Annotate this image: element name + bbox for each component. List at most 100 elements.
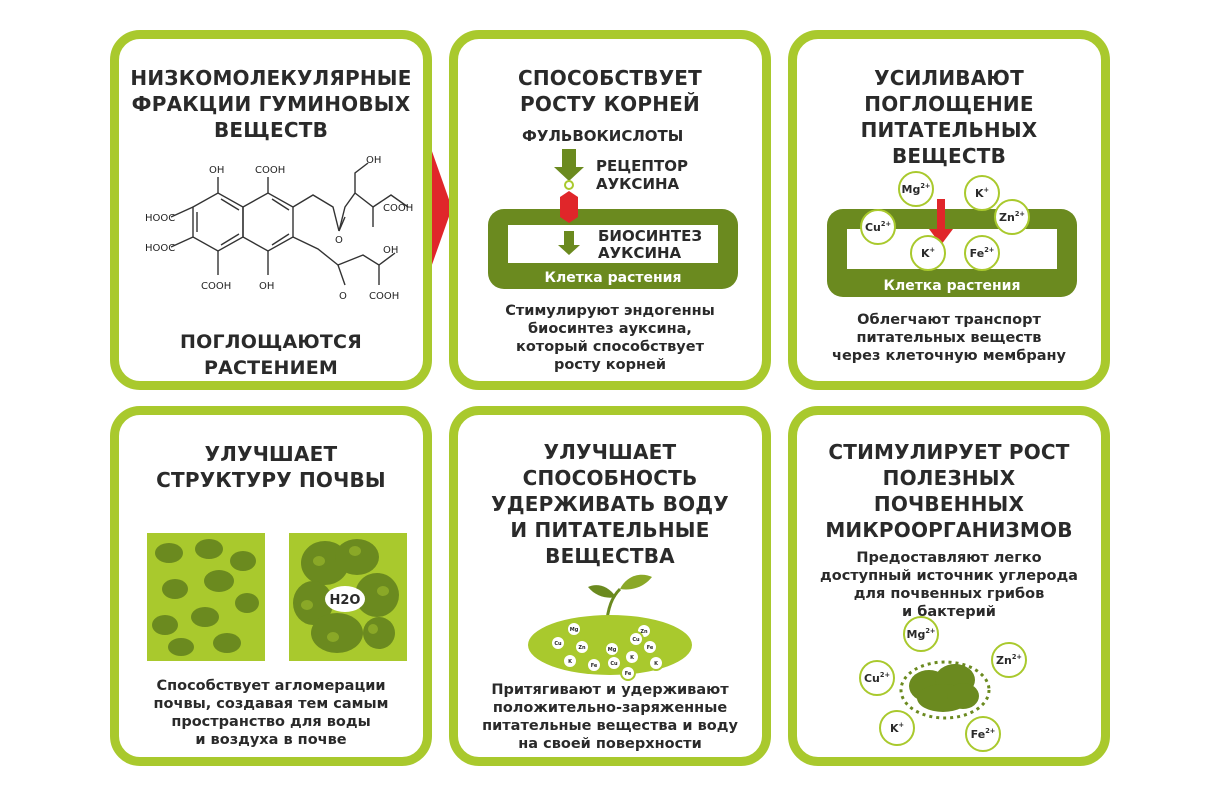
svg-text:Fe: Fe xyxy=(647,645,654,651)
label-oh: OH xyxy=(383,245,398,256)
cell-label: Клетка растения xyxy=(884,278,1021,294)
bottom-line: РАСТЕНИЕМ xyxy=(203,357,338,379)
ion-mg-icon: Mg2+ xyxy=(903,616,939,652)
ion-fe-icon: Fe xyxy=(586,657,602,673)
svg-text:K: K xyxy=(630,655,635,661)
arrow-down-icon xyxy=(929,199,953,245)
arrow-down-icon xyxy=(558,231,580,255)
title-line: УЛУЧШАЕТ xyxy=(204,442,338,466)
ion-cu-icon: Cu xyxy=(628,631,644,647)
desc-line: пространство для воды xyxy=(171,714,371,730)
ion-fe-icon: Fe2+ xyxy=(965,716,1001,752)
desc-line: питательных веществ xyxy=(856,330,1042,346)
title-line: ВЕЩЕСТВ xyxy=(891,144,1007,168)
ion-fe-icon: Fe2+ xyxy=(964,235,1000,271)
root-growth-diagram: ФУЛЬВОКИСЛОТЫ РЕЦЕПТОР АУКСИНА БИОСИНТЕЗ… xyxy=(488,127,738,289)
label-oh: OH xyxy=(366,155,381,166)
title-line: УСИЛИВАЮТ xyxy=(874,66,1024,90)
svg-text:K: K xyxy=(654,661,659,667)
desc-line: биосинтез ауксина, xyxy=(528,321,692,337)
card-humic-fractions: НИЗКОМОЛЕКУЛЯРНЫЕ ФРАКЦИИ ГУМИНОВЫХ ВЕЩЕ… xyxy=(110,30,432,390)
ion-cu-icon: Cu xyxy=(606,655,622,671)
desc-line: через клеточную мембрану xyxy=(831,348,1066,364)
label-hooc: HOOC xyxy=(145,243,175,254)
receptor-icon xyxy=(564,180,574,190)
ion-k-icon: K xyxy=(562,653,578,669)
nutrient-uptake-diagram: Клетка растения Mg2+K+Zn2+Cu2+K+Fe2+ xyxy=(827,171,1077,297)
svg-text:Fe: Fe xyxy=(591,663,598,669)
title-line: СПОСОБНОСТЬ xyxy=(522,466,698,490)
svg-text:Cu: Cu xyxy=(554,641,562,647)
desc-line: Стимулируют эндогенны xyxy=(505,303,715,319)
ion-k-icon: K+ xyxy=(910,235,946,271)
biosynthesis-label: АУКСИНА xyxy=(598,244,682,262)
card-description: Притягивают и удерживают положительно-за… xyxy=(458,681,762,753)
ion-k-icon: K+ xyxy=(964,175,1000,211)
bottom-line: ПОГЛОЩАЮТСЯ xyxy=(179,331,363,353)
svg-text:Mg: Mg xyxy=(608,647,617,653)
desc-line: и воздуха в почве xyxy=(195,732,347,748)
desc-line: почвы, создавая тем самым xyxy=(153,696,389,712)
fulvic-acids-label: ФУЛЬВОКИСЛОТЫ xyxy=(522,127,683,145)
label-oh: OH xyxy=(259,281,274,292)
h2o-label: H2O xyxy=(330,593,361,608)
ion-cu-icon: Cu xyxy=(550,635,566,651)
cell-label: Клетка растения xyxy=(545,270,682,286)
title-line: УДЕРЖИВАТЬ ВОДУ xyxy=(491,492,729,516)
card-bottom-title: ПОГЛОЩАЮТСЯ РАСТЕНИЕМ xyxy=(119,329,423,381)
label-cooh: COOH xyxy=(369,291,399,302)
svg-text:Mg: Mg xyxy=(570,627,579,633)
receptor-label: АУКСИНА xyxy=(596,175,680,193)
receptor-label: РЕЦЕПТОР xyxy=(596,157,688,175)
title-line: ПИТАТЕЛЬНЫХ xyxy=(860,118,1038,142)
title-line: РОСТУ КОРНЕЙ xyxy=(520,92,700,116)
soil-structure-diagram: H2O xyxy=(147,533,407,661)
svg-text:Cu: Cu xyxy=(610,661,618,667)
microbe-cluster-icon xyxy=(899,660,991,720)
card-title: СПОСОБСТВУЕТ РОСТУ КОРНЕЙ xyxy=(458,65,762,117)
biosynthesis-label: БИОСИНТЕЗ xyxy=(598,227,702,245)
card-description: Стимулируют эндогенны биосинтез ауксина,… xyxy=(458,302,762,374)
label-cooh: COOH xyxy=(201,281,231,292)
label-oh: OH xyxy=(209,165,224,176)
desc-line: на своей поверхности xyxy=(518,736,702,752)
card-root-growth: СПОСОБСТВУЕТ РОСТУ КОРНЕЙ ФУЛЬВОКИСЛОТЫ … xyxy=(449,30,771,390)
card-title: СТИМУЛИРУЕТ РОСТ ПОЛЕЗНЫХ ПОЧВЕННЫХ МИКР… xyxy=(797,439,1101,543)
card-microorganisms: СТИМУЛИРУЕТ РОСТ ПОЛЕЗНЫХ ПОЧВЕННЫХ МИКР… xyxy=(788,406,1110,766)
desc-line: Облегчают транспорт xyxy=(857,312,1041,328)
ion-zn-icon: Zn xyxy=(574,639,590,655)
desc-line: для почвенных грибов xyxy=(853,586,1045,602)
title-line: ФРАКЦИИ ГУМИНОВЫХ xyxy=(131,92,411,116)
ion-fe-icon: Fe xyxy=(642,639,658,655)
title-line: ПОЧВЕННЫХ xyxy=(873,492,1025,516)
title-line: И ПИТАТЕЛЬНЫЕ xyxy=(510,518,710,542)
title-line: НИЗКОМОЛЕКУЛЯРНЫЕ xyxy=(130,66,412,90)
title-line: ВЕЩЕСТВ xyxy=(213,118,329,142)
red-arrow-connector xyxy=(428,140,452,276)
card-description: Облегчают транспорт питательных веществ … xyxy=(797,311,1101,365)
desc-line: и бактерий xyxy=(902,604,996,620)
ion-mg-icon: Mg2+ xyxy=(898,171,934,207)
ion-k-icon: K xyxy=(648,655,664,671)
ion-zn-icon: Zn2+ xyxy=(994,199,1030,235)
ion-fe-icon: Fe xyxy=(620,665,636,681)
ion-cu-icon: Cu2+ xyxy=(860,209,896,245)
card-title: УСИЛИВАЮТ ПОГЛОЩЕНИЕ ПИТАТЕЛЬНЫХ ВЕЩЕСТВ xyxy=(797,65,1101,169)
water-droplet-icon xyxy=(325,586,365,612)
label-hooc: HOOC xyxy=(145,213,175,224)
card-nutrient-uptake: УСИЛИВАЮТ ПОГЛОЩЕНИЕ ПИТАТЕЛЬНЫХ ВЕЩЕСТВ… xyxy=(788,30,1110,390)
svg-text:Cu: Cu xyxy=(632,637,640,643)
desc-line: питательные вещества и воду xyxy=(482,718,738,734)
microorganisms-diagram: Mg2+Zn2+Cu2+K+Fe2+ xyxy=(859,616,1027,752)
svg-text:K: K xyxy=(568,659,573,665)
card-soil-structure: УЛУЧШАЕТ СТРУКТУРУ ПОЧВЫ H2O Способствуе… xyxy=(110,406,432,766)
svg-text:Zn: Zn xyxy=(578,645,586,651)
sprout-icon xyxy=(620,574,652,590)
svg-text:Fe: Fe xyxy=(625,671,632,677)
label-cooh: COOH xyxy=(255,165,285,176)
desc-line: Предоставляют легко xyxy=(856,550,1042,566)
label-o: O xyxy=(339,291,347,302)
desc-line: который способствует xyxy=(516,339,704,355)
arrow-down-icon xyxy=(554,149,584,181)
title-line: ВЕЩЕСТВА xyxy=(545,544,675,568)
